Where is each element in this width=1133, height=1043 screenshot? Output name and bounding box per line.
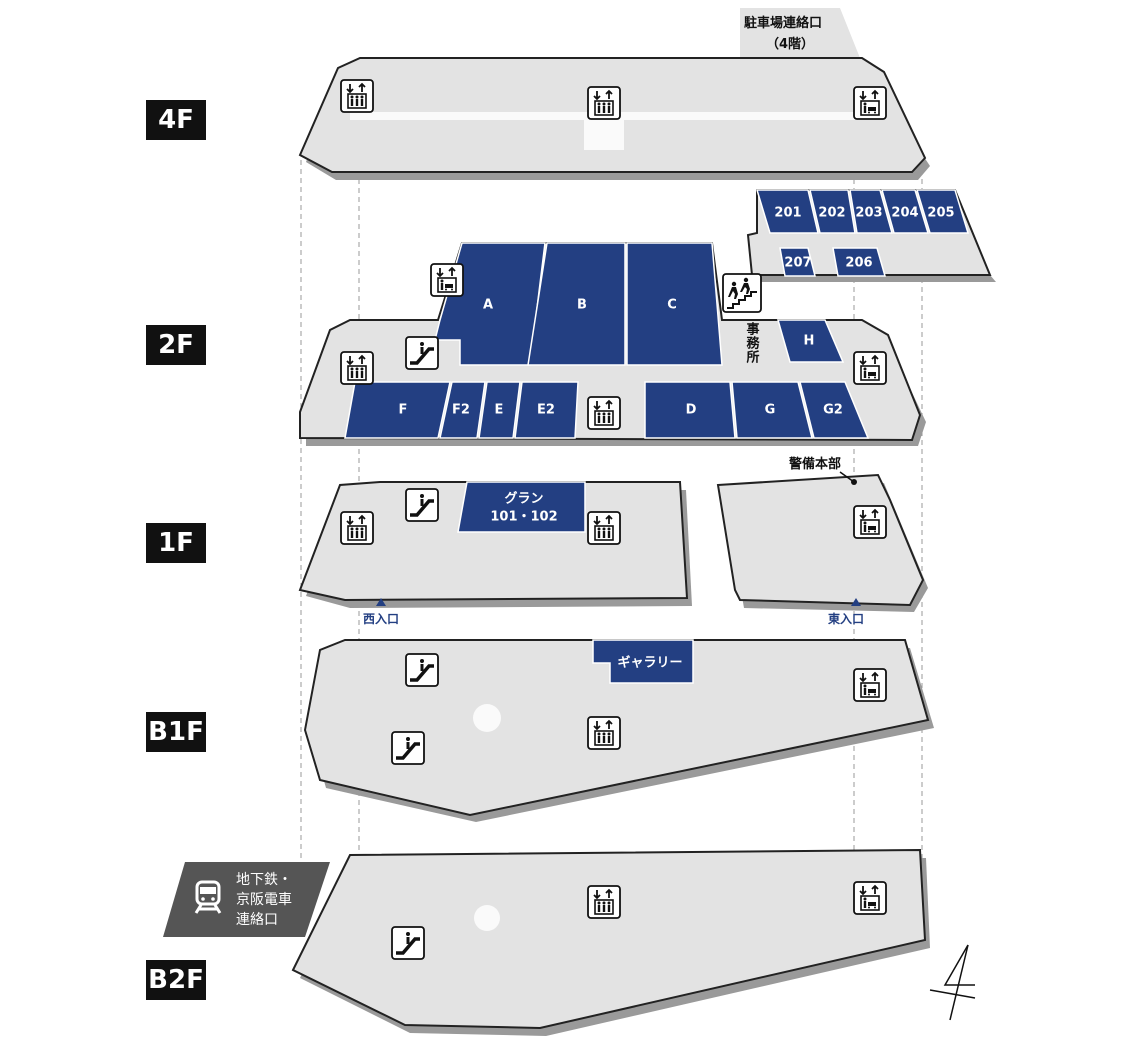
gran-label: グラン (504, 491, 543, 507)
escalator-icon (391, 926, 425, 960)
elevator-icon (340, 351, 374, 385)
subway-label-1: 地下鉄・ (236, 872, 292, 888)
room-g: G (765, 403, 776, 418)
security-office-label: 警備本部 (789, 456, 841, 472)
subway-label-2: 京阪電車 (236, 891, 292, 908)
north-arrow-icon (929, 944, 976, 1021)
parking-connector: 駐車場連絡口 （4階） (740, 8, 860, 58)
room-g2: G2 (823, 403, 843, 418)
room-204: 204 (891, 206, 918, 221)
elevator-icon (587, 885, 621, 919)
elevator-icon (587, 396, 621, 430)
room-207: 207 (784, 256, 811, 271)
parking-floor-label: （4階） (766, 36, 814, 52)
escalator-icon (405, 653, 439, 687)
elevator-icon (587, 86, 621, 120)
room-205: 205 (927, 206, 954, 221)
room-f2: F2 (452, 403, 470, 418)
floor-labels: 4F 2F 1F B1F B2F (146, 100, 206, 1000)
freight-elevator-icon (853, 505, 887, 539)
room-f: F (399, 403, 408, 418)
freight-elevator-icon (853, 881, 887, 915)
office-label: 事務所 (744, 321, 760, 364)
subway-label-3: 連絡口 (236, 912, 278, 928)
escalator-icon (405, 488, 439, 522)
floor-label-b2f: B2F (148, 965, 204, 995)
room-b: B (577, 298, 587, 313)
room-202: 202 (818, 206, 845, 221)
floor-label-4f: 4F (158, 105, 194, 135)
floor-label-1f: 1F (158, 528, 194, 558)
subway-connector: 地下鉄・ 京阪電車 連絡口 (163, 862, 330, 937)
freight-elevator-icon (853, 86, 887, 120)
escalator-icon (391, 731, 425, 765)
room-e2: E2 (537, 403, 555, 418)
elevator-icon (340, 79, 374, 113)
gran-room-number: 101・102 (490, 510, 557, 525)
floor-b2f (291, 848, 930, 1036)
room-201: 201 (774, 206, 801, 221)
stairs-icon (722, 273, 762, 313)
freight-elevator-icon (853, 668, 887, 702)
room-d: D (686, 403, 697, 418)
gallery-label: ギャラリー (617, 655, 682, 671)
escalator-icon (405, 336, 439, 370)
freight-elevator-icon (430, 263, 464, 297)
floor-label-b1f: B1F (148, 717, 204, 747)
room-206: 206 (845, 256, 872, 271)
floor-label-2f: 2F (158, 330, 194, 360)
east-entrance-label: 東入口 (828, 611, 864, 626)
room-a: A (483, 298, 493, 313)
room-203: 203 (855, 206, 882, 221)
room-c: C (667, 298, 677, 313)
elevator-icon (587, 716, 621, 750)
elevator-icon (587, 511, 621, 545)
elevator-icon (340, 511, 374, 545)
floor-2f-annex: 201 202 203 204 205 207 206 (746, 189, 996, 282)
room-e: E (495, 403, 504, 418)
west-entrance-label: 西入口 (363, 612, 399, 626)
room-h: H (804, 334, 815, 349)
parking-label: 駐車場連絡口 (744, 15, 822, 31)
freight-elevator-icon (853, 351, 887, 385)
